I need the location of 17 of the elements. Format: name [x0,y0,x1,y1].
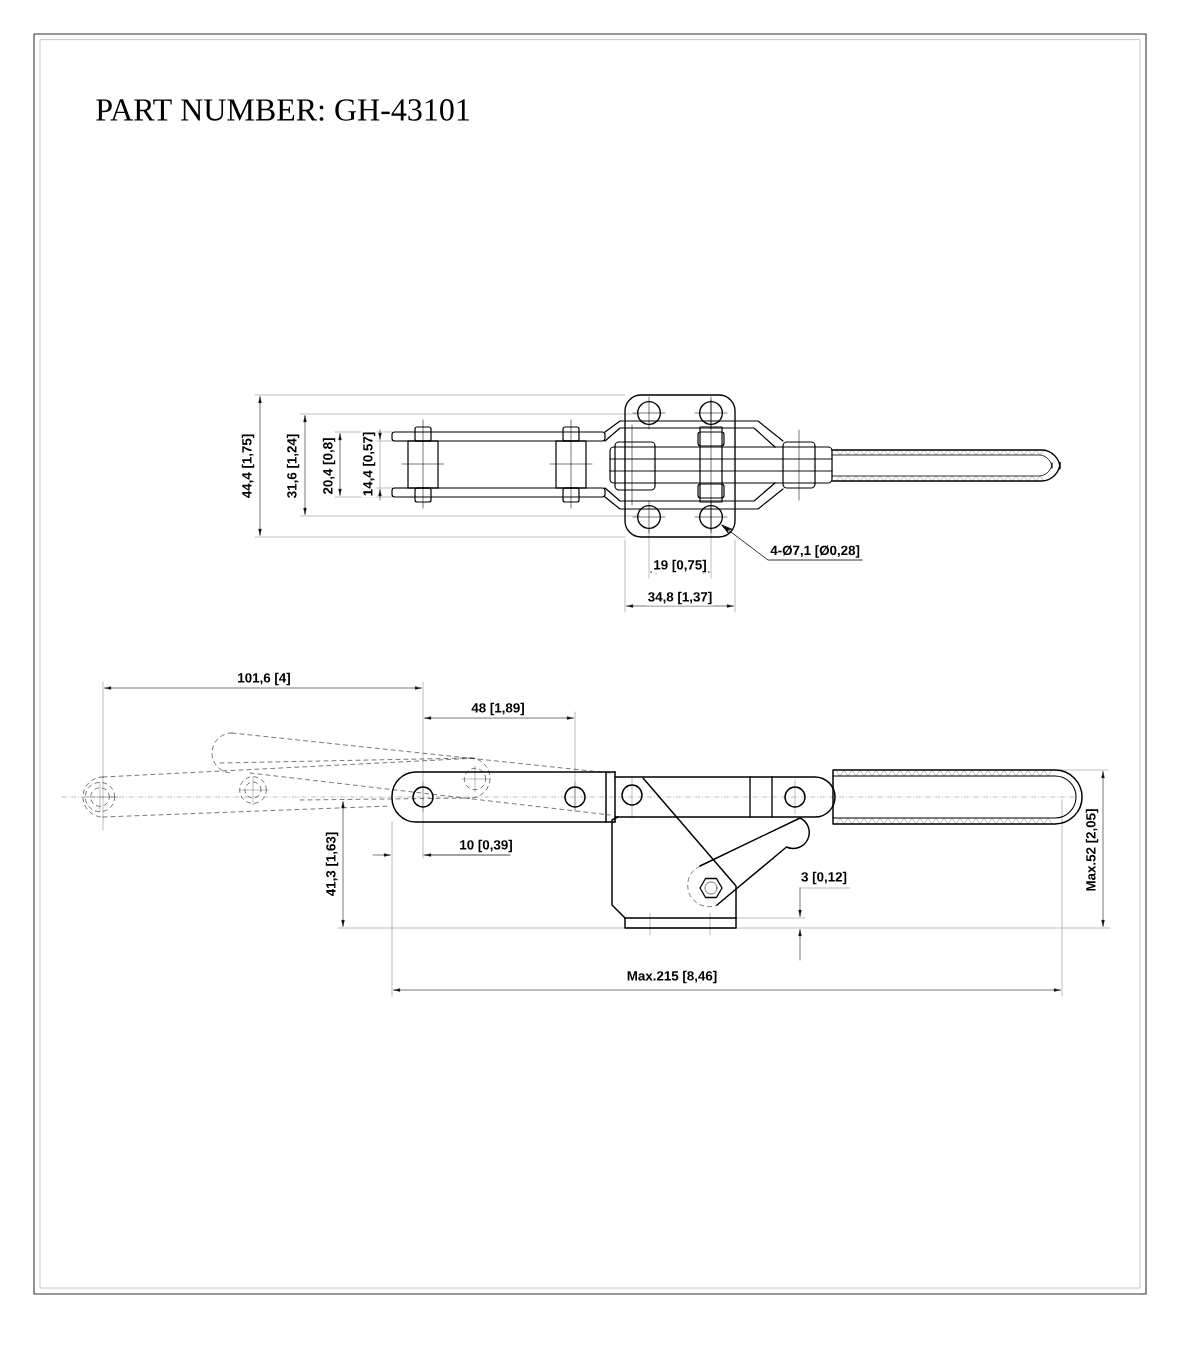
leader-line [721,524,863,561]
title: PART NUMBER: GH-43101 [96,99,469,121]
dimension-text: 10 [0,39] [458,838,515,854]
dimension-text: Max.215 [8,46] [625,969,719,985]
dimension-text: 44,4 [1,75] [240,432,256,500]
dimension-text: 14,4 [0,57] [361,430,377,498]
mounting-hole [699,505,723,529]
dimension-text: 34,8 [1,37] [646,590,714,606]
dimension-text: 41,3 [1,63] [324,830,340,898]
dimension-text: 3 [0,12] [799,870,849,886]
dimension-text: 20,4 [0,8] [321,436,337,496]
dimension-text: Max.52 [2,05] [1084,807,1100,893]
dimension-text: 48 [1,89] [470,701,526,717]
dimension-text: 19 [0,75] [652,558,709,574]
callout-text: 4-Ø7,1 [Ø0,28] [770,545,860,558]
dimension-text: 101,6 [4] [236,671,292,687]
dimension-text: 31,6 [1,24] [285,432,301,500]
